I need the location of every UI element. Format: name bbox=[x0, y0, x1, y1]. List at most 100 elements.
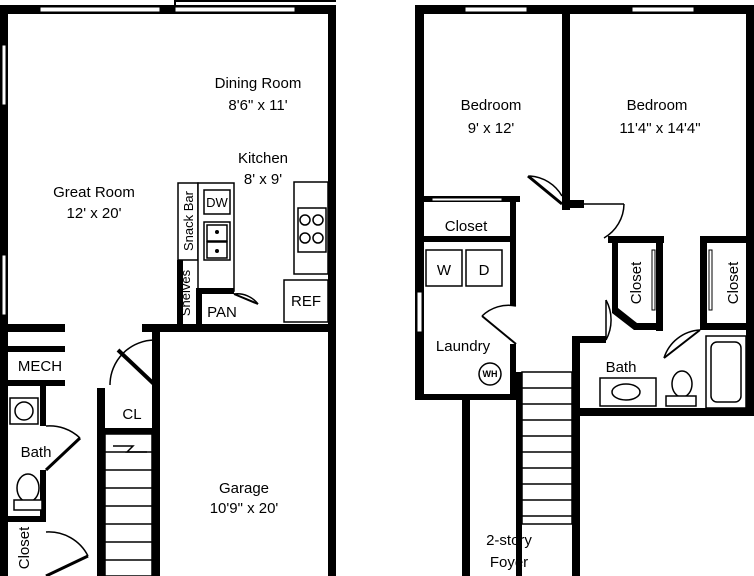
wall bbox=[510, 242, 516, 306]
kitchen-name: Kitchen bbox=[238, 150, 288, 167]
wall bbox=[516, 372, 522, 576]
toilet bbox=[16, 473, 40, 503]
dryer-label: D bbox=[479, 262, 490, 279]
door-swing bbox=[45, 425, 81, 439]
window bbox=[1, 254, 7, 316]
wall bbox=[415, 5, 754, 14]
bedroom2-name: Bedroom bbox=[627, 97, 688, 114]
wall bbox=[462, 400, 470, 576]
wall bbox=[328, 5, 336, 576]
bedroom2-size: 11'4" x 14'4" bbox=[619, 120, 700, 137]
dishwasher bbox=[203, 189, 231, 215]
great-room-name: Great Room bbox=[53, 184, 135, 201]
closet-door bbox=[431, 197, 503, 202]
wall bbox=[700, 236, 754, 243]
bathtub bbox=[705, 335, 747, 409]
wall bbox=[415, 5, 424, 400]
wall bbox=[572, 336, 606, 343]
wall bbox=[0, 5, 336, 14]
window bbox=[464, 6, 528, 13]
toilet bbox=[671, 370, 693, 398]
wall bbox=[196, 288, 234, 294]
dryer bbox=[465, 249, 503, 287]
wall bbox=[746, 14, 754, 414]
shelves-label: Shelves bbox=[178, 269, 193, 316]
bath-upper-label: Bath bbox=[606, 359, 637, 376]
upper-level bbox=[415, 5, 754, 576]
wall bbox=[608, 236, 664, 243]
toilet-tank bbox=[13, 499, 43, 511]
wall bbox=[40, 470, 46, 522]
water-heater-label: WH bbox=[483, 369, 498, 379]
closet-door bbox=[651, 249, 656, 311]
closet-door bbox=[708, 249, 713, 311]
garage-name: Garage bbox=[219, 480, 269, 497]
wall bbox=[0, 346, 65, 352]
wall bbox=[152, 332, 160, 576]
snack-bar-label: Snack Bar bbox=[181, 190, 196, 251]
wall bbox=[562, 200, 584, 208]
window bbox=[1, 44, 7, 106]
stairs-upper bbox=[521, 371, 573, 525]
foyer-label-1: 2-story bbox=[486, 532, 532, 549]
bedroom1-name: Bedroom bbox=[461, 97, 522, 114]
wall bbox=[612, 308, 656, 330]
mech-label: MECH bbox=[18, 358, 62, 375]
door-swing bbox=[45, 531, 89, 557]
ref-label: REF bbox=[291, 293, 321, 310]
wall bbox=[572, 408, 754, 416]
foyer-label-2: Foyer bbox=[490, 554, 528, 571]
washer-label: W bbox=[437, 262, 452, 279]
wall bbox=[176, 0, 336, 2]
wall bbox=[97, 388, 105, 576]
wall bbox=[510, 202, 516, 242]
window bbox=[416, 291, 423, 333]
wall bbox=[0, 380, 65, 386]
wall bbox=[700, 323, 754, 330]
wall bbox=[424, 236, 516, 242]
stairs-lower bbox=[104, 433, 153, 576]
bath-lower-label: Bath bbox=[21, 444, 52, 461]
pantry-label: PAN bbox=[207, 304, 237, 321]
cl-label: CL bbox=[122, 406, 141, 423]
closet-upper-label: Closet bbox=[445, 218, 488, 235]
washer bbox=[425, 249, 463, 287]
wall bbox=[572, 336, 580, 576]
great-room-size: 12' x 20' bbox=[67, 205, 122, 222]
window bbox=[39, 6, 161, 13]
lower-level bbox=[0, 0, 336, 576]
wall bbox=[0, 516, 46, 522]
dining-room-size: 8'6" x 11' bbox=[228, 97, 287, 114]
wall bbox=[562, 14, 570, 210]
closet-lower-label: Closet bbox=[16, 526, 33, 569]
wall bbox=[656, 243, 663, 331]
door bbox=[116, 348, 157, 387]
garage-size: 10'9" x 20' bbox=[210, 500, 279, 517]
wall bbox=[0, 324, 65, 332]
bedroom1-size: 9' x 12' bbox=[468, 120, 515, 137]
kitchen-size: 8' x 9' bbox=[244, 171, 282, 188]
laundry-label: Laundry bbox=[436, 338, 491, 355]
wall bbox=[177, 260, 183, 324]
window bbox=[174, 6, 296, 13]
door bbox=[44, 436, 82, 472]
wall bbox=[40, 386, 46, 426]
wall bbox=[510, 344, 516, 400]
wall bbox=[142, 324, 336, 332]
wall bbox=[174, 0, 176, 7]
vanity bbox=[599, 377, 657, 407]
window bbox=[631, 6, 695, 13]
wall bbox=[612, 243, 618, 313]
wall bbox=[196, 288, 202, 324]
wall bbox=[97, 428, 160, 434]
closet-vertical-2-label: Closet bbox=[725, 261, 742, 304]
range bbox=[293, 181, 329, 275]
wall bbox=[700, 243, 707, 323]
closet-vertical-1-label: Closet bbox=[628, 261, 645, 304]
water-heater bbox=[478, 362, 502, 386]
toilet-tank bbox=[665, 395, 697, 407]
dw-label: DW bbox=[206, 195, 228, 210]
refrigerator bbox=[283, 279, 329, 323]
dining-room-name: Dining Room bbox=[215, 75, 302, 92]
